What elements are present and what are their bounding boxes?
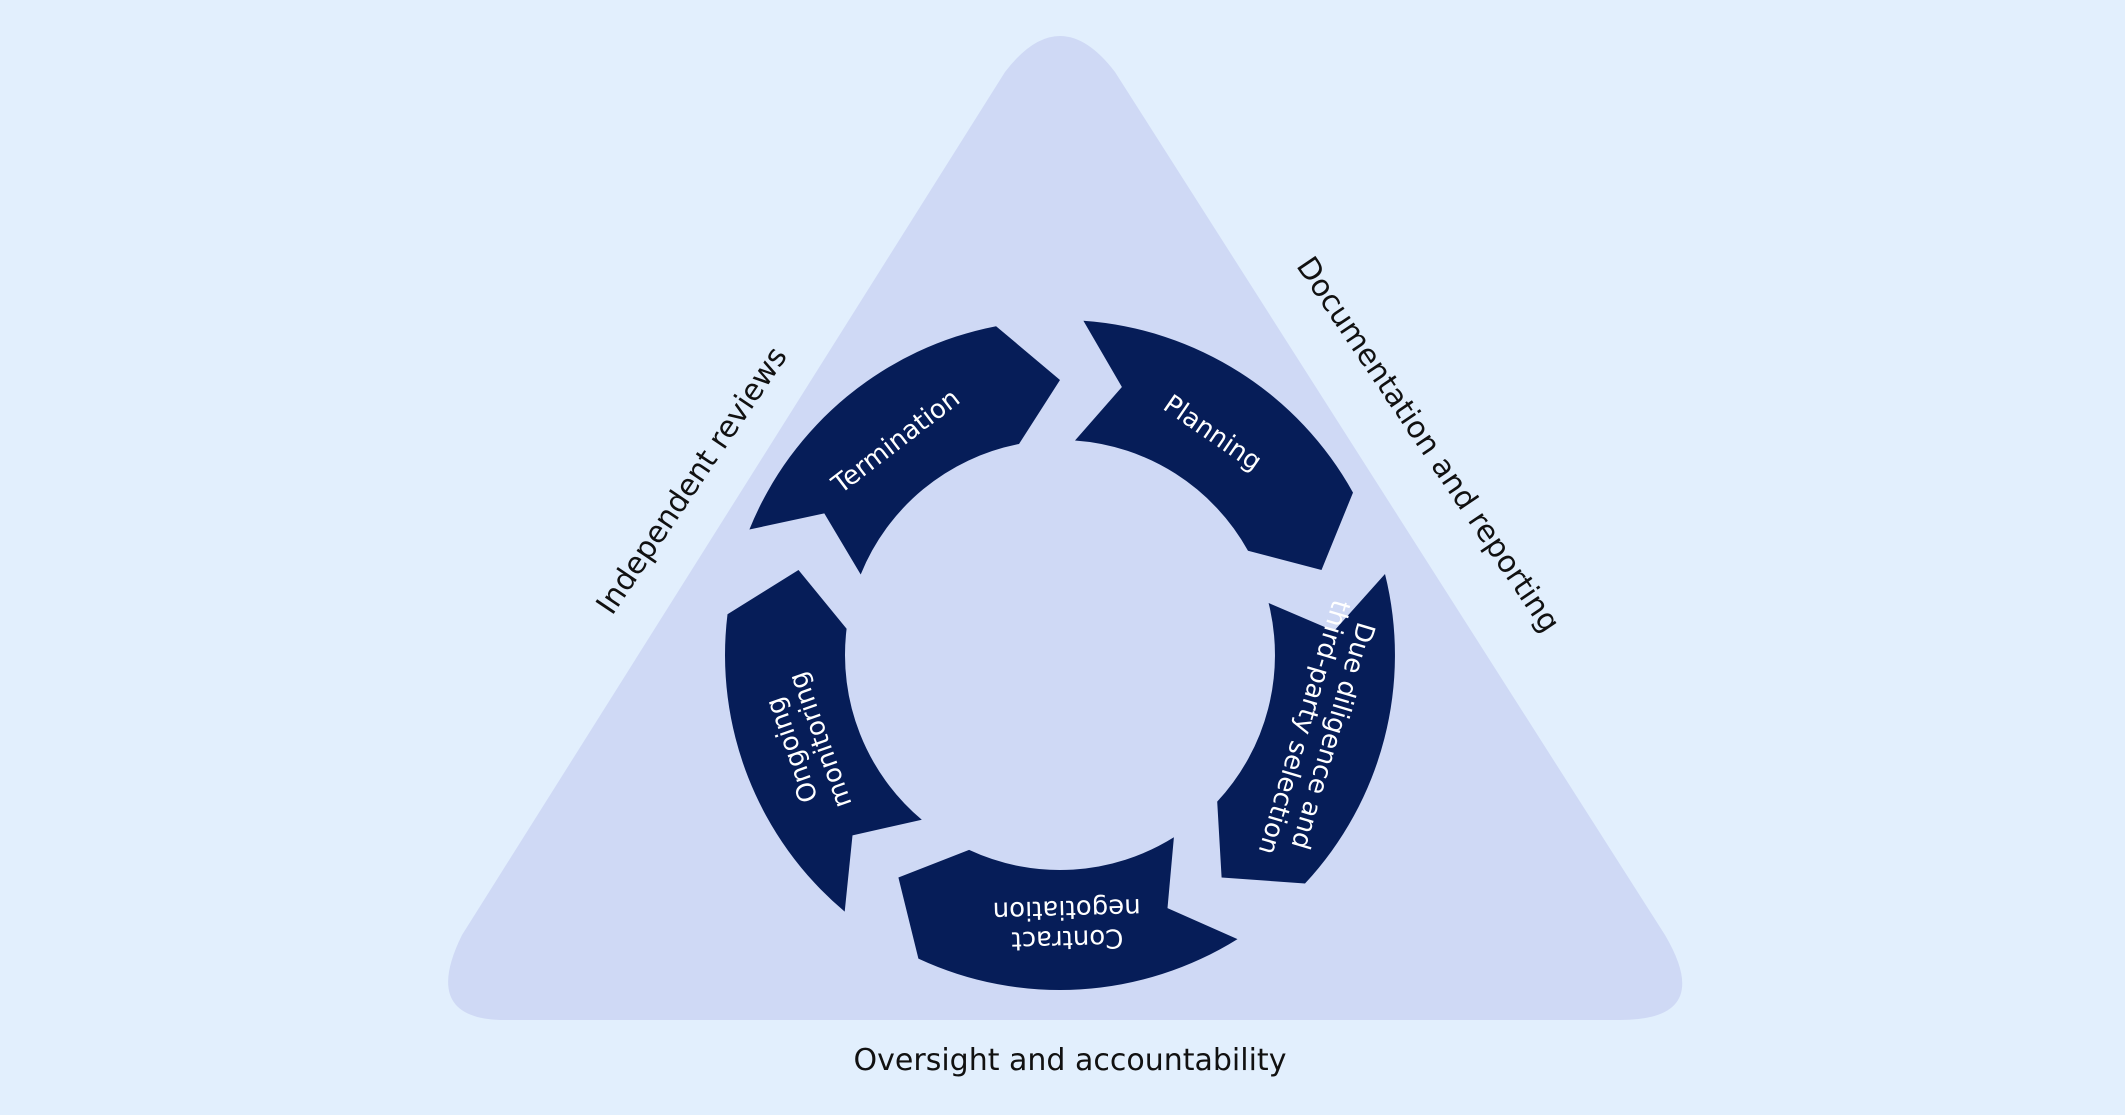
stage-label-line: negotiation [992, 892, 1141, 926]
lifecycle-segment-termination [749, 326, 1060, 575]
lifecycle-segment-ongoing-monitoring [725, 570, 922, 912]
side-label-oversight-and-accountability: Oversight and accountability [854, 1043, 1287, 1078]
stage-label-line: Contract [1011, 922, 1124, 955]
stage-label-contract-negotiation: Contractnegotiation [992, 892, 1142, 956]
lifecycle-segment-contract-negotiation [898, 837, 1238, 990]
lifecycle-segment-planning [1075, 320, 1353, 570]
lifecycle-ring [725, 320, 1395, 990]
lifecycle-segment-due-diligence-and-third-party-selection [1217, 574, 1395, 884]
